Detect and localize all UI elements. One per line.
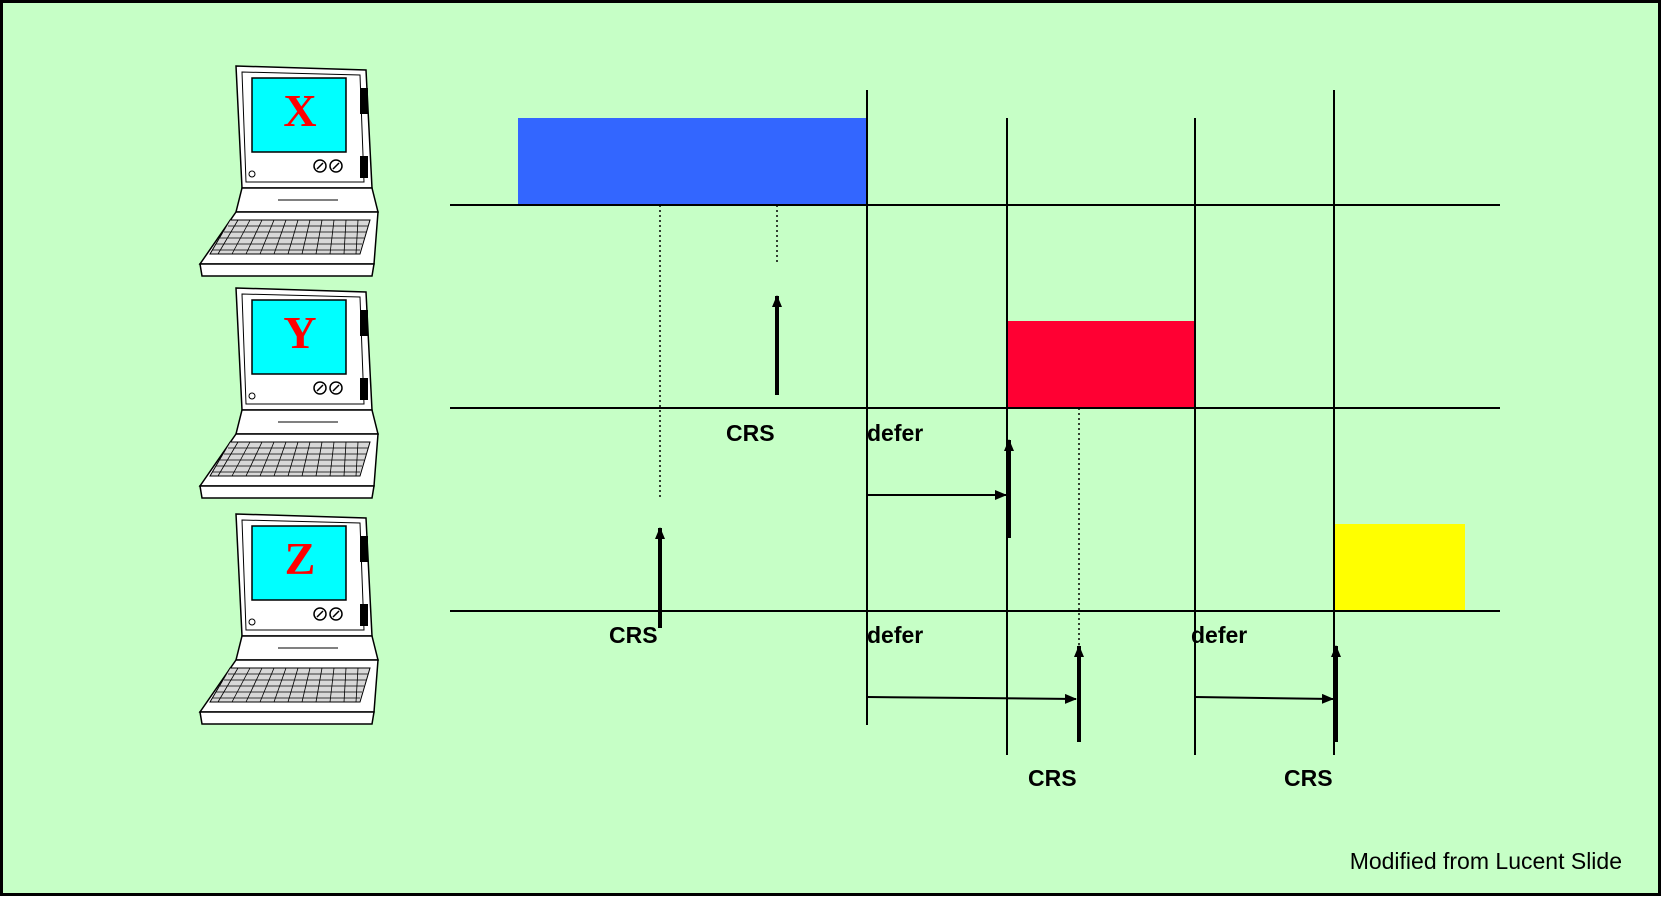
- station-label: X: [283, 85, 316, 136]
- station-z: Z: [199, 513, 379, 725]
- defer-label: defer: [1191, 622, 1247, 648]
- frame-z: [1334, 524, 1465, 611]
- crs-label: CRS: [609, 622, 658, 648]
- defer-arrow: [1194, 693, 1334, 704]
- defer-arrow: [866, 693, 1077, 704]
- defer-label: defer: [867, 622, 923, 648]
- crs-label: CRS: [1028, 765, 1077, 791]
- station-x: X: [199, 65, 379, 277]
- crs-label: CRS: [1284, 765, 1333, 791]
- crs-label: CRS: [726, 420, 775, 446]
- station-label: Y: [283, 307, 316, 358]
- frame-y: [1007, 321, 1195, 408]
- station-label: Z: [285, 533, 316, 584]
- defer-label: defer: [867, 420, 923, 446]
- station-y: Y: [199, 287, 379, 499]
- frame-x: [518, 118, 867, 205]
- credit-text: Modified from Lucent Slide: [1350, 848, 1622, 874]
